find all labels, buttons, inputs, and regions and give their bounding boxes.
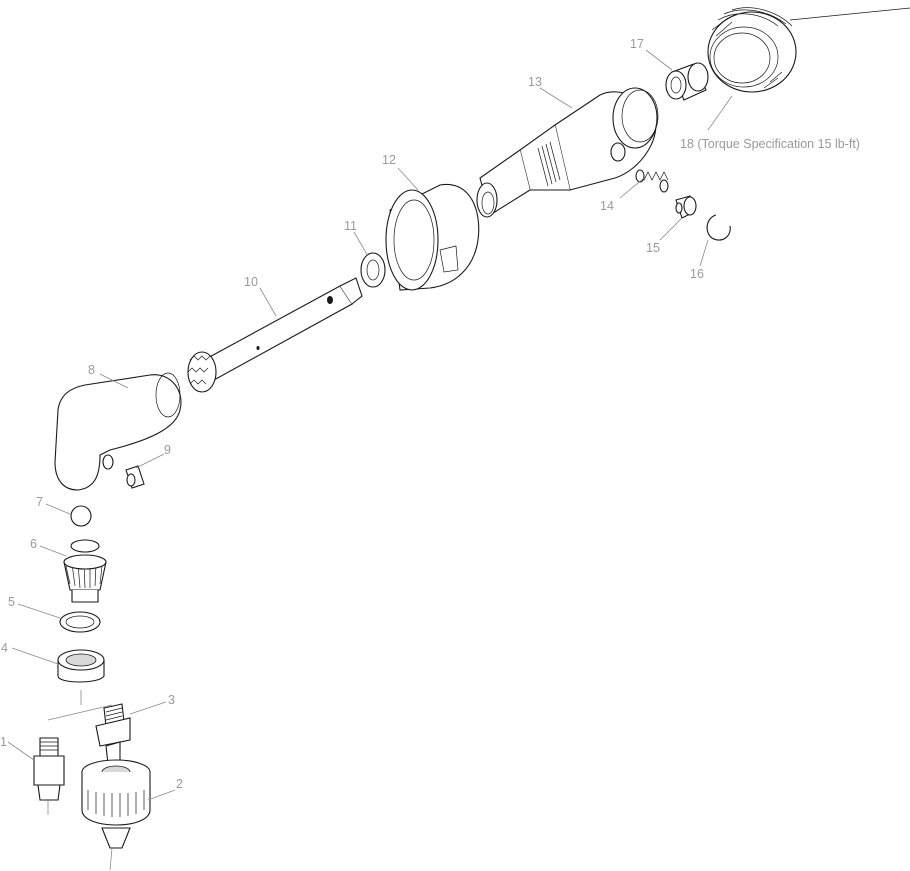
part-11-washer	[360, 252, 386, 288]
part-3-arbor	[95, 703, 131, 765]
part-2-drill-chuck	[81, 759, 151, 871]
part-17-bushing	[665, 62, 709, 101]
label-part-5: 5	[8, 595, 15, 609]
part-7-ball	[70, 505, 92, 527]
label-part-1: 1	[0, 735, 7, 749]
part-9-set-screw	[125, 465, 145, 489]
label-part-6: 6	[30, 537, 37, 551]
part-16-retaining-clip	[706, 214, 731, 241]
label-part-15: 15	[646, 241, 660, 255]
part-18-threaded-ring	[707, 7, 910, 93]
part-14-spring	[635, 169, 669, 193]
part-6-bevel-gear	[63, 539, 107, 603]
label-part-7: 7	[36, 495, 43, 509]
label-part-12: 12	[382, 153, 396, 167]
label-part-9: 9	[164, 443, 171, 457]
part-4-bearing-retainer	[57, 649, 105, 683]
label-part-2: 2	[176, 777, 183, 791]
part-1-adapter	[33, 737, 65, 815]
label-part-4: 4	[1, 641, 8, 655]
label-part-10: 10	[244, 275, 258, 289]
assembly-divider	[47, 690, 113, 721]
part-15-pin	[675, 195, 697, 219]
part-12-collar-nut	[385, 183, 480, 291]
label-part-11: 11	[344, 219, 357, 233]
part-13-housing	[476, 87, 659, 218]
part-labels: 1 2 3 4 5 6 7 8 9 10 11 12 13 14 15 16 1…	[0, 37, 860, 791]
label-part-3: 3	[168, 693, 175, 707]
part-8-angle-head	[54, 372, 182, 491]
label-part-17: 17	[630, 37, 644, 51]
label-part-18: 18 (Torque Specification 15 lb-ft)	[680, 137, 860, 151]
label-part-13: 13	[528, 75, 542, 89]
label-part-8: 8	[88, 363, 95, 377]
label-part-16: 16	[690, 267, 704, 281]
part-10-shaft	[187, 277, 363, 393]
label-part-14: 14	[600, 199, 614, 213]
part-5-washer	[59, 611, 101, 633]
leader-lines	[7, 49, 733, 801]
